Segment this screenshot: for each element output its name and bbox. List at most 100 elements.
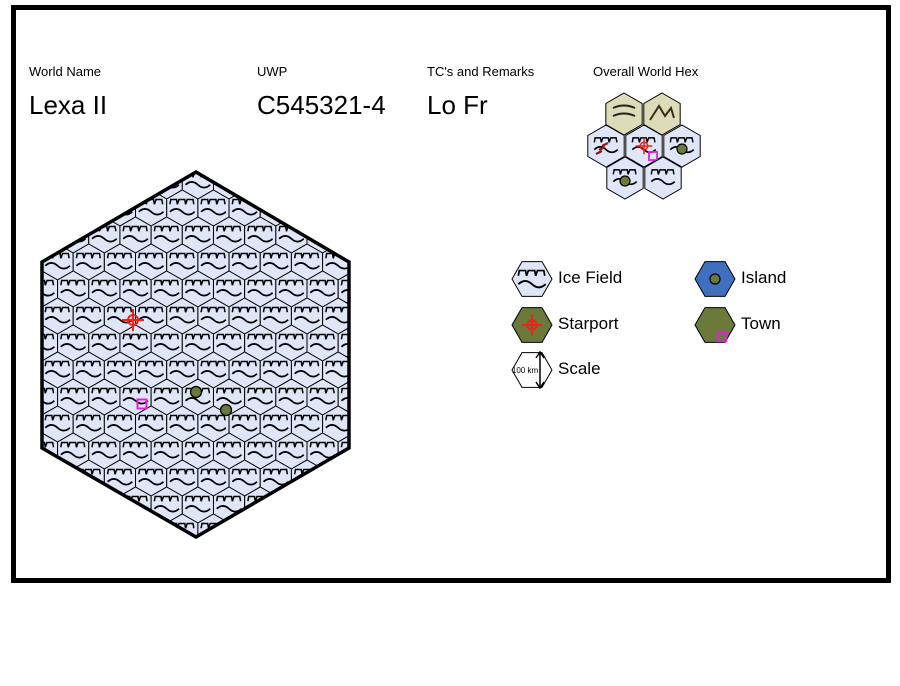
town-icon — [716, 331, 728, 343]
ice-field-hex — [42, 189, 43, 227]
island-icon — [189, 385, 203, 399]
ice-field-hex — [369, 487, 400, 523]
overall-hex-cell — [587, 124, 625, 168]
island-icon — [619, 175, 631, 187]
remarks-label: TC's and Remarks — [427, 64, 535, 79]
ice-field-hex — [385, 244, 416, 280]
ice-field-icon — [511, 261, 553, 297]
uwp-value: C545321-4 — [257, 90, 386, 120]
ice-field-hex — [42, 172, 43, 173]
ice-field-hex — [244, 378, 277, 416]
ice-field-hex — [385, 514, 416, 550]
ice-field-hex — [354, 298, 385, 334]
ice-field-hex — [306, 486, 339, 524]
ice-field-hex — [354, 514, 385, 550]
ice-field-hex — [166, 405, 199, 443]
overall-hex-cell — [663, 124, 701, 168]
ice-field-hex — [88, 486, 121, 524]
ice-field-hex — [259, 243, 292, 281]
ice-field-hex — [212, 324, 246, 362]
ice-field-hex — [42, 216, 59, 254]
ice-field-hex — [259, 172, 292, 173]
ice-field-hex — [275, 172, 308, 200]
ice-field-hex — [354, 244, 385, 280]
ice-field-hex — [42, 172, 74, 173]
ice-field-hex — [166, 243, 199, 281]
ice-field-hex — [88, 172, 121, 200]
ice-field-hex — [385, 136, 416, 172]
scale-icon: 100 km — [511, 350, 553, 390]
ice-field-hex — [337, 216, 349, 254]
ice-field-hex — [354, 460, 385, 496]
ice-field-hex — [103, 513, 137, 537]
world-triangle-hex — [0, 136, 416, 550]
scale-value: 100 km — [512, 366, 539, 375]
ice-field-hex — [228, 172, 261, 173]
legend-scale-label: Scale — [558, 359, 601, 378]
overall-world-hex-label: Overall World Hex — [593, 64, 699, 79]
ice-field-hex — [72, 172, 105, 173]
ice-field-hex — [0, 271, 26, 307]
ice-field-hex — [290, 513, 324, 537]
ice-field-hex — [306, 270, 339, 308]
ice-field-hex — [42, 513, 43, 537]
ice-field-hex — [322, 172, 349, 173]
starport-icon — [521, 314, 543, 336]
ice-field-hex — [369, 217, 400, 253]
ice-field-hex — [354, 406, 385, 442]
ice-field-hex — [385, 352, 416, 388]
ice-field-hex — [181, 432, 214, 470]
ice-field-hex — [42, 351, 74, 389]
ice-field-hex — [228, 513, 261, 537]
town-icon — [136, 398, 148, 410]
island-icon — [676, 143, 688, 155]
town-legend-icon — [694, 307, 736, 343]
ice-field-hex — [42, 172, 59, 200]
ice-field-hex — [0, 217, 26, 253]
ice-field-hex — [369, 325, 400, 361]
ice-field-hex — [337, 172, 349, 200]
ice-field-hex — [0, 163, 26, 199]
island-icon — [694, 261, 736, 297]
ice-field-hex — [166, 172, 199, 173]
ice-field-hex — [57, 486, 90, 524]
overall-hex-cell — [625, 124, 663, 168]
ice-field-hex — [181, 216, 214, 254]
ice-field-hex — [42, 486, 59, 524]
ice-field-hex — [119, 172, 152, 200]
ice-field-hex — [322, 189, 349, 227]
ice-field-hex — [0, 433, 26, 469]
ice-field-hex — [322, 513, 349, 537]
ice-field-hex — [135, 172, 168, 173]
ice-field-grid — [0, 136, 416, 550]
ice-field-hex — [0, 487, 26, 523]
world-name-label: World Name — [29, 64, 102, 79]
ice-field-hex — [72, 189, 105, 227]
ice-field-hex — [369, 379, 400, 415]
ice-field-hex — [337, 324, 349, 362]
ice-field-hex — [244, 172, 277, 200]
ice-field-hex — [119, 378, 152, 416]
ice-field-hex — [275, 486, 308, 524]
ice-field-hex — [385, 190, 416, 226]
overall-hex-cell — [606, 156, 644, 200]
ice-field-hex — [385, 406, 416, 442]
ice-field-hex — [103, 172, 137, 173]
world-name: Lexa II — [29, 90, 108, 120]
ice-field-hex — [354, 352, 385, 388]
ice-field-hex — [228, 405, 261, 443]
ice-field-hex — [181, 486, 214, 524]
ice-field-hex — [197, 172, 230, 173]
ice-field-hex — [166, 459, 199, 497]
map-features — [122, 309, 233, 417]
ice-field-hex — [369, 271, 400, 307]
ice-field-hex — [290, 351, 324, 389]
ice-field-hex — [244, 324, 277, 362]
remarks-value: Lo Fr — [427, 90, 488, 120]
ice-field-hex — [42, 297, 43, 335]
ice-field-hex — [259, 513, 292, 537]
ice-field-hex — [385, 460, 416, 496]
ice-field-hex — [337, 378, 349, 416]
legend-starport-label: Starport — [558, 314, 619, 333]
